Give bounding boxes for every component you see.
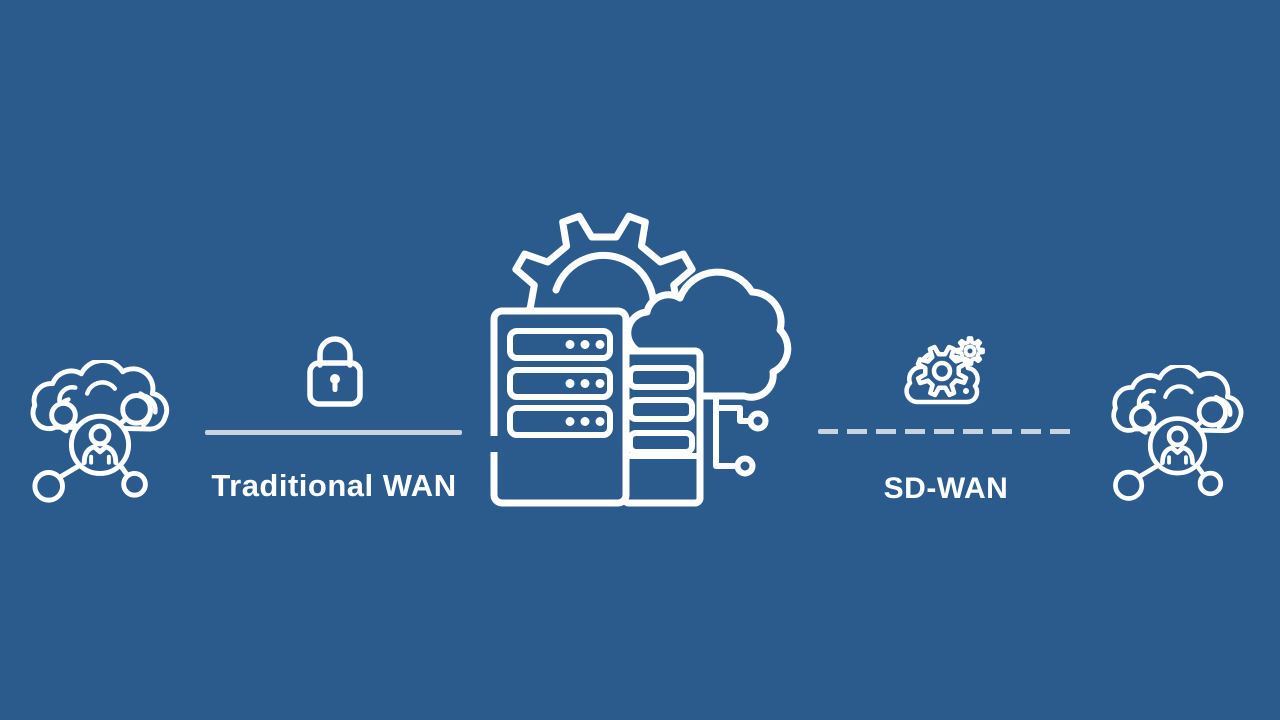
padlock-icon: [307, 336, 363, 407]
traditional-wan-label: Traditional WAN: [211, 468, 457, 503]
cloud-gears-icon: [904, 336, 985, 405]
server-led-dots: [565, 340, 605, 426]
sd-wan-line: [818, 429, 1077, 434]
data-center-servers-gear-cloud-icon: [488, 212, 792, 507]
cloud-users-network-icon: [1107, 365, 1248, 506]
traditional-wan-line: [205, 430, 462, 435]
sd-wan-label: SD-WAN: [883, 472, 1009, 505]
cloud-users-network-icon: [26, 360, 174, 508]
